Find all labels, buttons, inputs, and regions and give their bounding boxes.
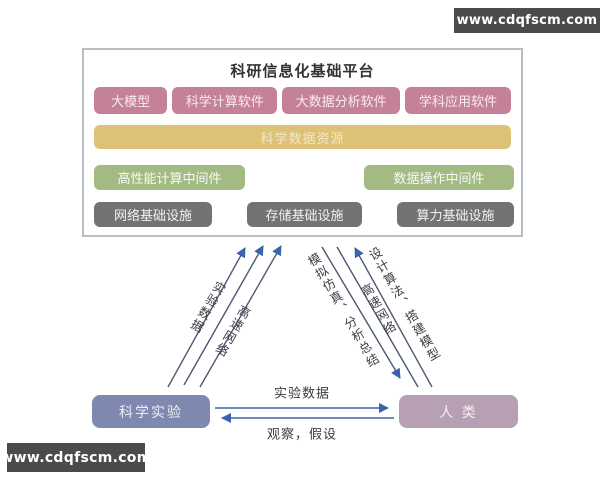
science-data-resource-bar: 科学数据资源 [94,125,511,149]
platform-title: 科研信息化基础平台 [230,62,375,80]
software-box-large-model: 大模型 [94,87,168,114]
edge-label-observe-hypothesis: 观察，假设 [266,427,338,443]
middleware-box-hpc: 高性能计算中间件 [94,165,245,190]
software-box-scientific-computing: 科学计算软件 [172,87,278,114]
edge-label-experiment-data-horizontal: 实验数据 [273,386,331,402]
infrastructure-box-storage: 存储基础设施 [247,202,362,227]
watermark-top: www.cdqfscm.com [454,8,600,33]
infrastructure-box-compute: 算力基础设施 [397,202,514,227]
arrows-experiment-to-platform [167,245,282,388]
infrastructure-box-network: 网络基础设施 [94,202,212,227]
software-box-big-data-analysis: 大数据分析软件 [282,87,401,114]
middleware-box-data-operation: 数据操作中间件 [364,165,514,190]
watermark-bottom: www.cdqfscm.com [0,443,151,472]
node-human: 人 类 [399,395,518,428]
arrows-experiment-human [215,403,394,423]
node-scientific-experiment: 科学实验 [92,395,210,428]
platform-panel: 科研信息化基础平台 大模型 科学计算软件 大数据分析软件 学科应用软件 科学数据… [82,48,523,237]
software-box-discipline-application: 学科应用软件 [405,87,511,114]
software-row: 大模型 科学计算软件 大数据分析软件 学科应用软件 [94,87,511,114]
